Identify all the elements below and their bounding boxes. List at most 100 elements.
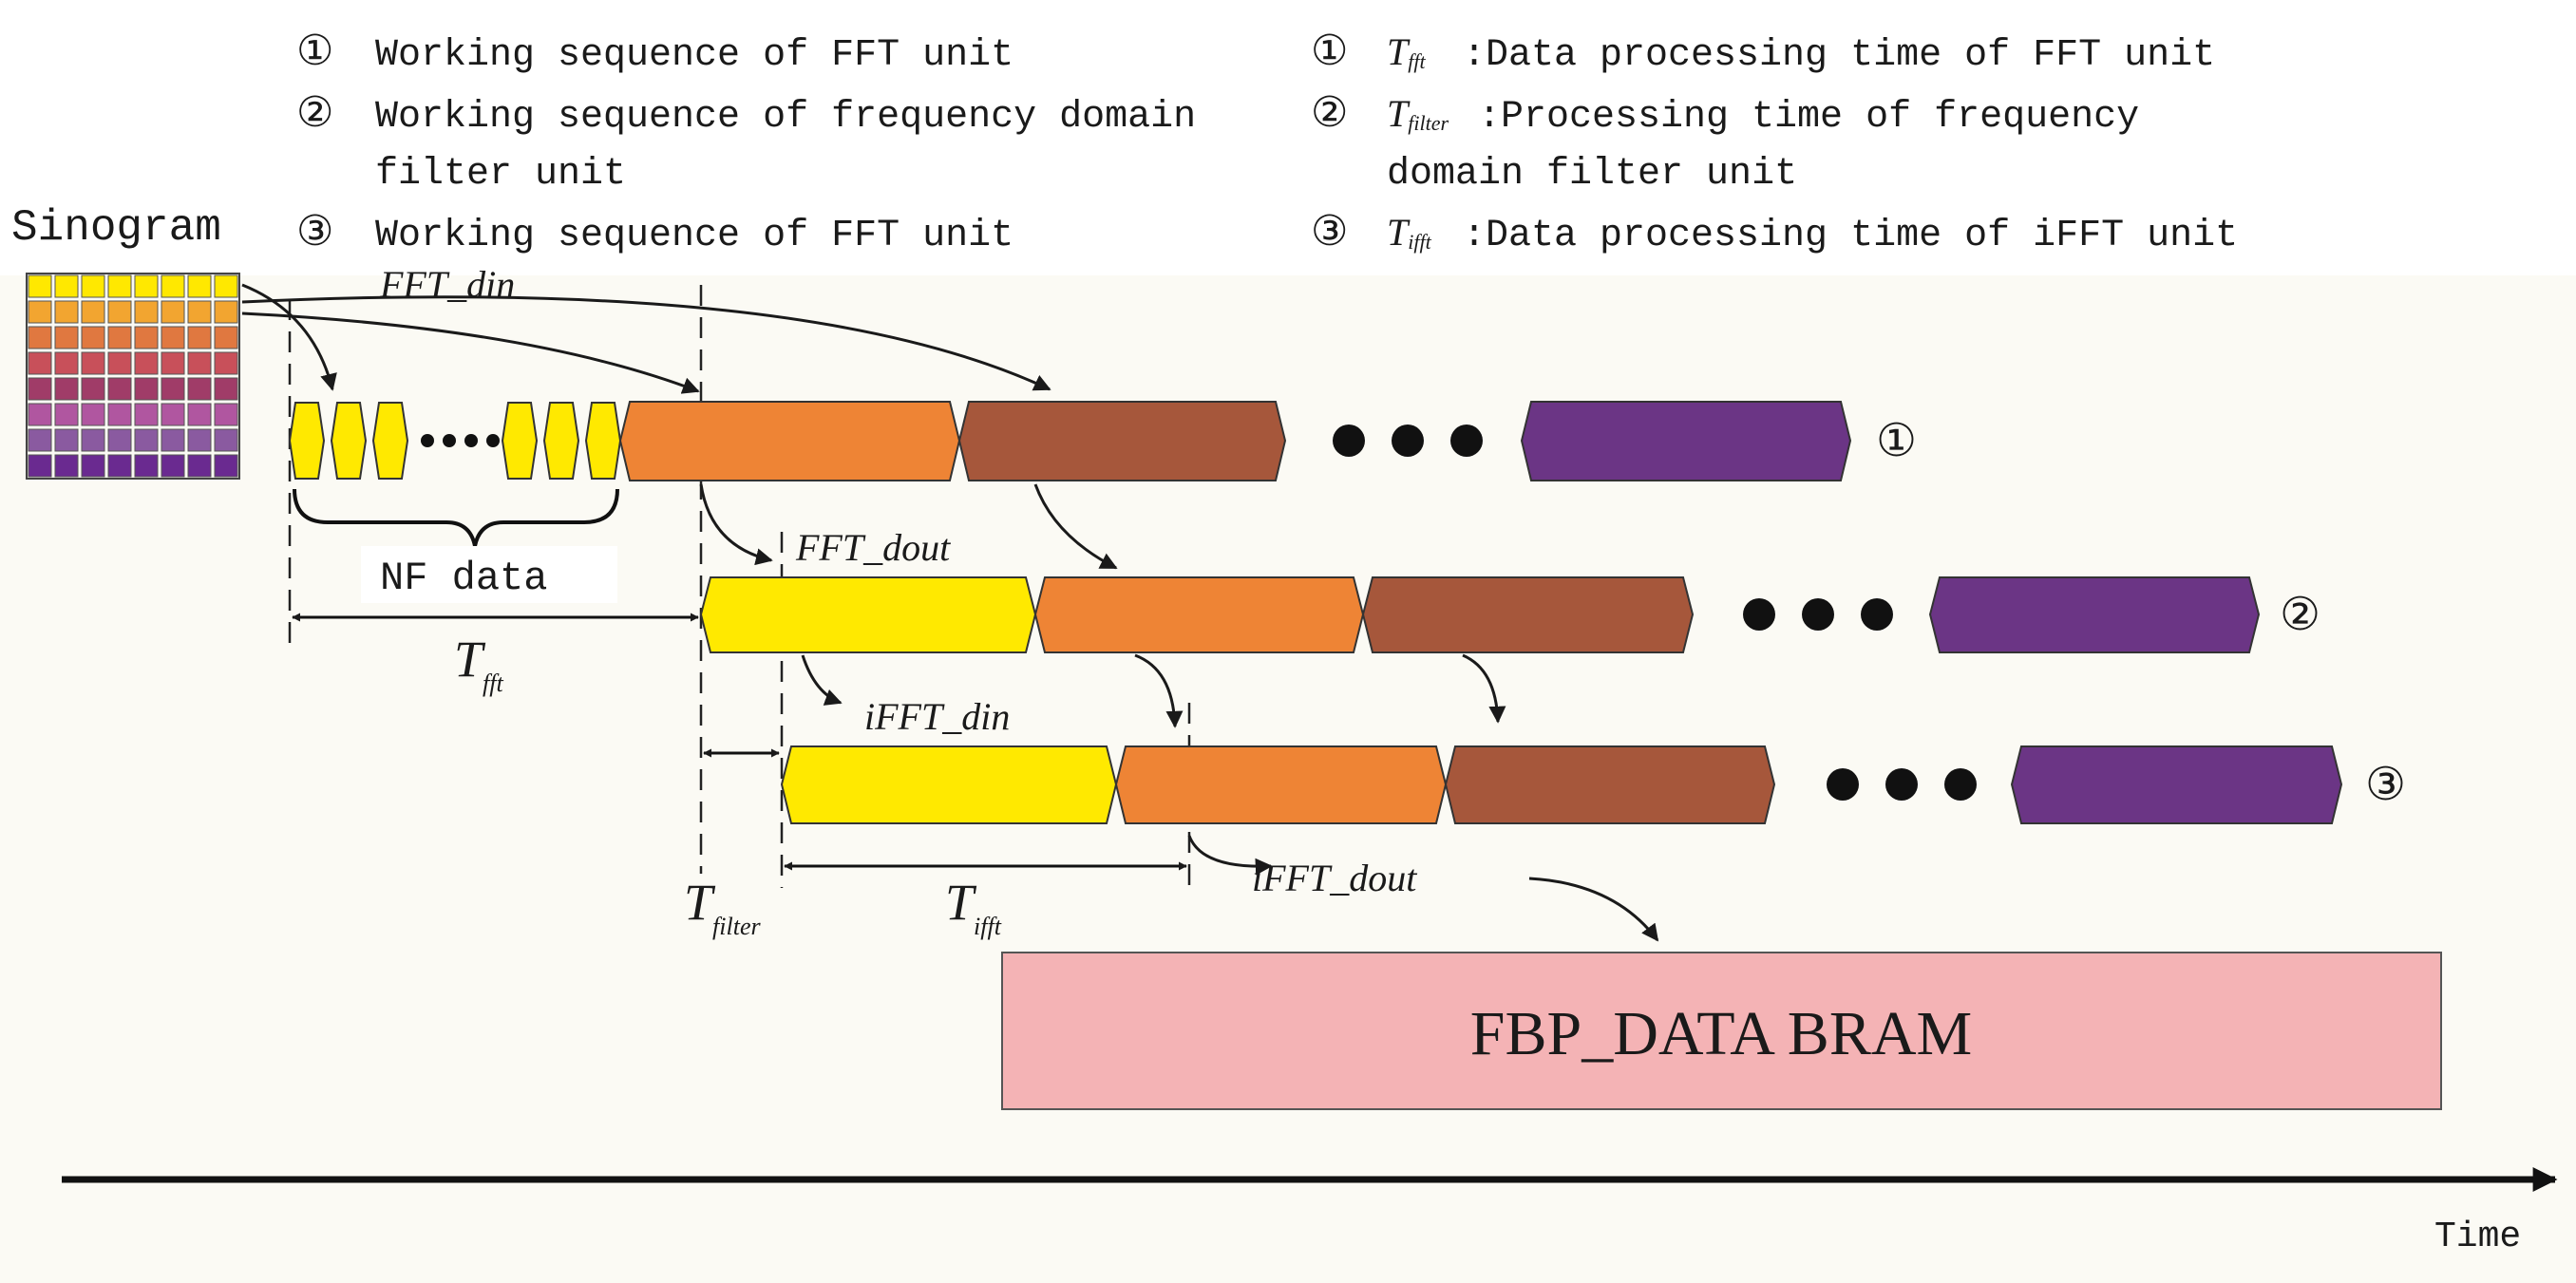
t-filter-label: Tfilter [684,874,761,940]
sinogram-cell [81,274,105,298]
row-1-marker: ① [1876,416,1917,466]
nf-data-sample [330,402,368,480]
ellipsis-dot [1743,598,1775,631]
sinogram-cell [161,377,185,401]
row-3-ifft-sequence: ③ [780,745,2406,824]
fft-dout-label: FFT_dout [795,526,951,569]
row-2-block-2 [1033,576,1365,653]
legend-left-text-3: Working sequence of FFT unit [375,215,1013,257]
ellipsis-small [421,434,500,447]
sinogram-cell [107,377,132,401]
legend-left-marker-2: ② [296,89,333,136]
sinogram-cell [28,300,52,324]
row-1-block-1 [618,401,961,481]
sinogram-cell [161,454,185,478]
dot [443,434,456,447]
flow-arrow [801,654,843,706]
legend-right-marker-1: ① [1311,28,1348,74]
sinogram-cell [187,377,212,401]
flow-arrow [241,311,700,394]
legend-right-text-2b: domain filter unit [1387,153,1797,196]
sinogram-cell [134,274,159,298]
time-axis-label: Time [2434,1217,2521,1257]
ellipsis-dot [1392,425,1424,457]
row-1-fft-sequence: ① [618,401,1917,481]
sinogram-cell [214,274,238,298]
sinogram-frame [26,273,240,480]
legend-right-symbol-3: Tifft [1387,211,1432,254]
sinogram-cell [28,428,52,452]
nf-data-label: NF data [380,556,547,601]
row-3-marker: ③ [2365,760,2406,810]
ellipsis-dot [1450,425,1483,457]
legend-left-text-1: Working sequence of FFT unit [375,34,1013,77]
flow-arrow [1187,835,1273,876]
sinogram-cell [28,351,52,375]
ellipsis-dot [1827,768,1859,801]
sinogram-cell [214,326,238,349]
sinogram-cell [28,377,52,401]
sinogram-cell [54,300,79,324]
sinogram-cell [161,326,185,349]
t-ifft-label: Tifft [945,874,1002,940]
sinogram-cell [54,377,79,401]
dot [421,434,434,447]
legend-right-marker-2: ② [1311,89,1348,136]
legend-right-text-2a: :Processing time of frequency [1478,96,2139,139]
sinogram-cell [214,403,238,426]
sinogram-label: Sinogram [11,203,221,253]
sinogram-cell [28,454,52,478]
row-2-block-3 [1361,576,1695,653]
ellipsis-dot [1802,598,1834,631]
nf-data-sample [501,402,539,480]
dot [464,434,478,447]
sinogram-cell [134,428,159,452]
sinogram-cell [28,326,52,349]
nf-data-sample [542,402,580,480]
sinogram-cell [107,326,132,349]
legend-left-text-2b: filter unit [375,153,626,196]
fbp-data-bram-label: FBP_DATA BRAM [1470,999,1972,1068]
fbp-data-bram-block [1001,952,2442,1110]
legend-right-symbol-1: Tfft [1387,30,1426,73]
legend-right: ① Tfft :Data processing time of FFT unit… [1311,28,2238,257]
row-3-block-1 [780,745,1118,824]
sinogram-cell [187,403,212,426]
sinogram-cell [54,428,79,452]
flow-arrow [1134,653,1184,728]
sinogram-cell [81,377,105,401]
flow-arrow [1462,653,1506,724]
sinogram-cell [134,403,159,426]
ellipsis-dot [1861,598,1893,631]
dot [486,434,500,447]
sinogram-cell [134,300,159,324]
row-2-filter-sequence: ② [699,576,2320,653]
flow-arrow [1033,483,1118,570]
sinogram-grid [26,273,240,480]
sinogram-cell [214,377,238,401]
sinogram-cell [187,300,212,324]
dimension-arrows [292,613,1187,871]
nf-data-sample [584,402,622,480]
sinogram-cell [107,428,132,452]
sinogram-cell [187,428,212,452]
flow-arrow [241,295,1051,391]
sinogram-cell [54,351,79,375]
ellipsis-dot [1944,768,1977,801]
nf-label-background [361,546,617,603]
nf-data-sample [288,402,326,480]
sinogram-cell [214,351,238,375]
sinogram-cell [81,428,105,452]
sinogram-cell [187,326,212,349]
sinogram-cell [81,454,105,478]
legend-left-text-2a: Working sequence of frequency domain [375,96,1196,139]
legend-left-marker-3: ③ [296,208,333,255]
sinogram-cell [134,377,159,401]
sinogram-cell [54,326,79,349]
row-1-block-last [1520,401,1852,481]
sinogram-cell [134,326,159,349]
nf-data-samples [288,402,622,480]
sinogram-cell [161,300,185,324]
legend-left: ① Working sequence of FFT unit ② Working… [296,28,1196,257]
